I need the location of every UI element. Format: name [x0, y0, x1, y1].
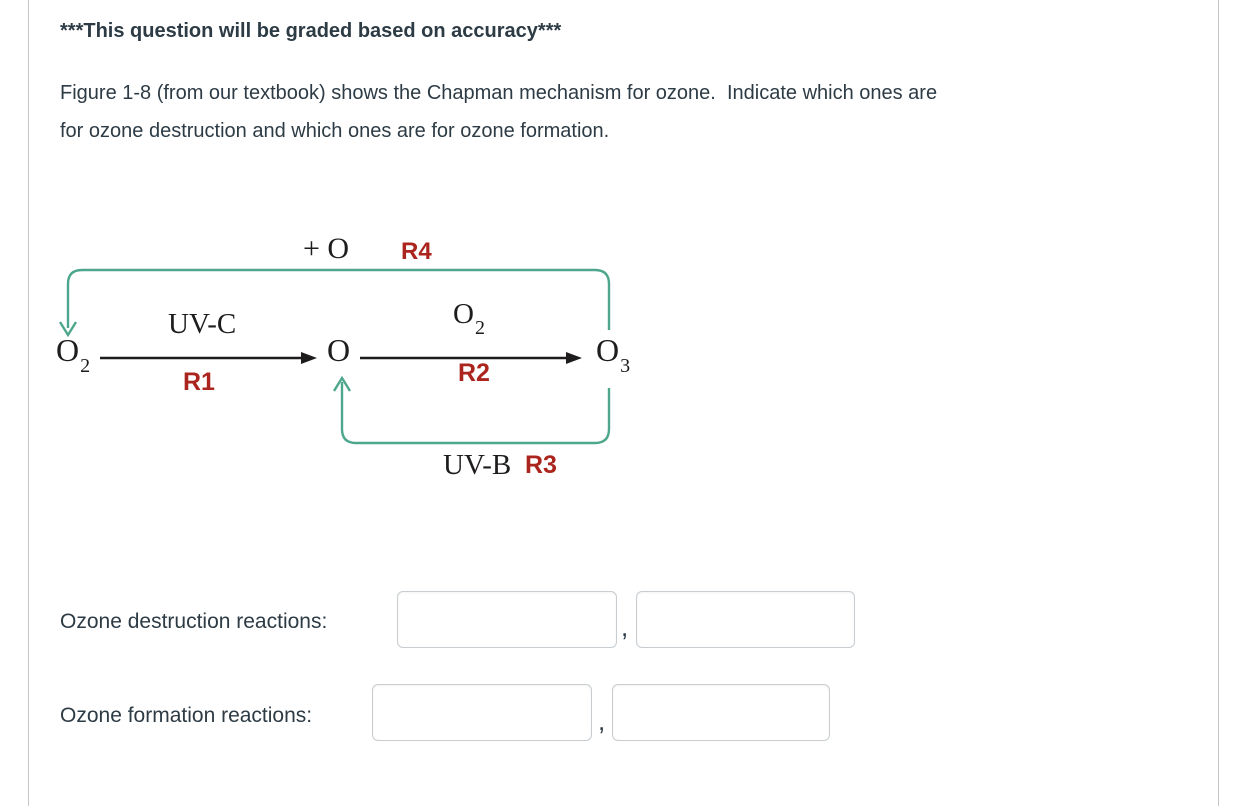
uvb-label: UV-B: [443, 449, 512, 481]
species-o-middle: O: [327, 332, 351, 368]
page-border-left: [28, 0, 29, 806]
destruction-input-2[interactable]: [636, 591, 855, 648]
r2-label: R2: [458, 359, 490, 387]
destruction-input-1[interactable]: [397, 591, 617, 648]
destruction-separator: ,: [621, 612, 629, 642]
r4-label: R4: [401, 238, 432, 265]
plus-o-label: + O: [303, 232, 350, 265]
destruction-reactions-label: Ozone destruction reactions:: [60, 610, 328, 633]
r3-label: R3: [525, 451, 557, 479]
species-o2-left: O2: [56, 332, 90, 376]
species-o3-right-base: O: [596, 332, 620, 368]
species-o3-right-sub: 3: [620, 355, 631, 378]
question-text-line2: for ozone destruction and which ones are…: [60, 120, 610, 142]
page-border-right: [1218, 0, 1219, 806]
o2-reactant-sub: 2: [474, 316, 485, 339]
formation-input-1[interactable]: [372, 684, 592, 741]
formation-reactions-label: Ozone formation reactions:: [60, 704, 313, 727]
species-o3-right: O3: [596, 332, 630, 376]
species-o2-left-base: O: [56, 332, 80, 368]
chapman-mechanism-figure: O2 O O3 UV-C R1 O2 R2 + O R4 UV-B R3: [40, 230, 680, 510]
uvc-label: UV-C: [168, 308, 237, 340]
diagram-arrows: [58, 268, 611, 445]
o2-reactant-base: O: [453, 298, 474, 330]
species-o2-left-sub: 2: [80, 355, 91, 378]
r4-arrowhead: [58, 321, 78, 338]
r4-cycle-arrow: [66, 268, 611, 330]
r3-cycle-arrow: [340, 382, 611, 445]
o2-reactant-label: O2: [453, 298, 485, 338]
formation-separator: ,: [598, 706, 606, 736]
r1-label: R1: [183, 368, 215, 396]
question-text-line1: Figure 1-8 (from our textbook) shows the…: [60, 82, 938, 104]
r3-arrowhead: [332, 375, 352, 392]
formation-input-2[interactable]: [612, 684, 830, 741]
question-heading: ***This question will be graded based on…: [60, 20, 562, 42]
